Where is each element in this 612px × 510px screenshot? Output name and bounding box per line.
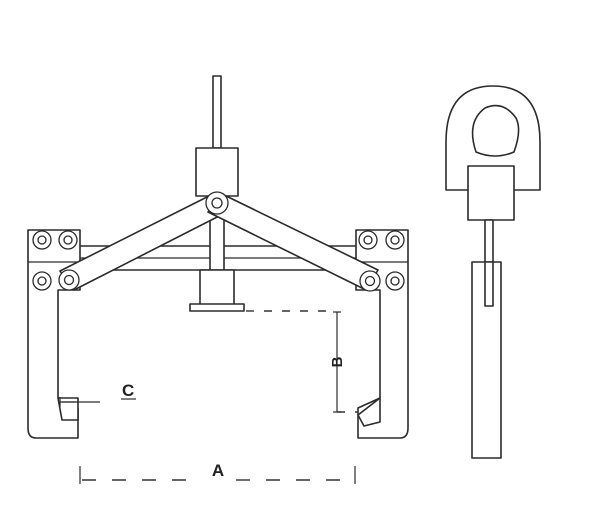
side-clamp-slot <box>484 261 494 307</box>
left-pivot <box>58 269 80 291</box>
right-pivot <box>359 270 381 292</box>
dimension-a-label: A <box>212 461 224 480</box>
dimension-a: A <box>79 461 356 484</box>
side-block <box>467 165 515 221</box>
top-pivot <box>205 191 229 215</box>
dimension-b-label: B <box>329 356 346 367</box>
right-jaw-arm <box>355 229 409 439</box>
left-upper-bolts <box>32 230 78 291</box>
pressure-pad-base <box>189 303 245 312</box>
front-view: B C A <box>27 75 409 484</box>
dimension-c: C <box>59 381 136 407</box>
shackle-block <box>195 147 239 197</box>
pressure-pad <box>199 269 235 307</box>
right-jaw-tooth <box>357 397 381 427</box>
lifting-rod <box>212 75 222 149</box>
dimension-b: B <box>246 310 358 413</box>
side-view <box>445 85 541 459</box>
left-jaw-tooth <box>57 397 79 421</box>
right-upper-bolts <box>358 230 405 291</box>
dimension-c-label: C <box>122 381 134 400</box>
lifting-eye-hole <box>471 104 520 157</box>
